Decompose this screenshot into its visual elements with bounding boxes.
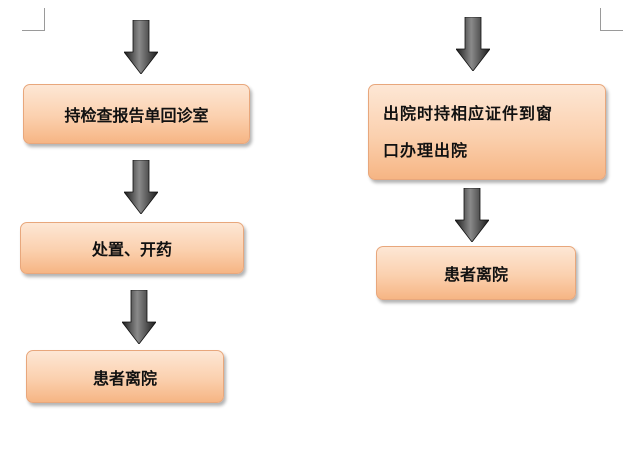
down-arrow-icon <box>455 188 489 242</box>
flow-box-return-with-report: 持检查报告单回诊室 <box>23 84 250 144</box>
page-corner-mark-top-right <box>600 8 623 31</box>
flow-box-label: 持检查报告单回诊室 <box>64 106 209 125</box>
page-corner-mark-top-left <box>22 8 45 31</box>
down-arrow-icon <box>124 160 158 214</box>
flow-box-patient-leaves-right: 患者离院 <box>376 246 576 300</box>
down-arrow-icon <box>124 20 158 74</box>
flow-box-patient-leaves-left: 患者离院 <box>26 350 224 403</box>
flow-box-label: 处置、开药 <box>91 240 172 259</box>
flow-box-label-line-2: 口办理出院 <box>383 141 469 160</box>
down-arrow-icon <box>122 290 156 344</box>
flow-box-label: 患者离院 <box>443 265 508 284</box>
down-arrow-icon <box>456 17 490 71</box>
flow-box-treatment-prescribe: 处置、开药 <box>20 222 244 274</box>
flow-box-discharge-procedure: 出院时持相应证件到窗 口办理出院 <box>368 84 606 180</box>
flow-box-label-line-1: 出院时持相应证件到窗 <box>383 104 554 123</box>
flow-box-label: 患者离院 <box>92 368 157 388</box>
